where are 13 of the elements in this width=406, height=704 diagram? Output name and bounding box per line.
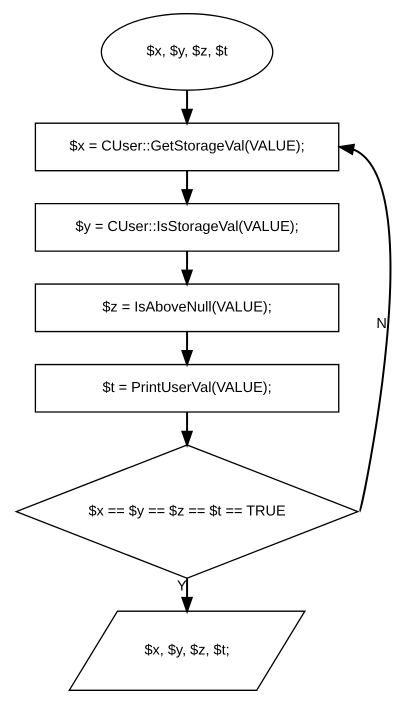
node-diamond: $x == $y == $z == $t == TRUE — [14, 444, 360, 579]
arrow — [336, 144, 391, 512]
arrow — [180, 251, 193, 287]
node-ellipse: $x, $y, $z, $t — [100, 13, 273, 91]
arrow — [180, 332, 193, 368]
node-box: $y = CUser::IsStorageVal(VALUE); — [34, 202, 339, 252]
arrow — [180, 412, 193, 448]
edge-label: N — [376, 316, 386, 332]
node-box: $x = CUser::GetStorageVal(VALUE); — [34, 122, 339, 172]
node-box: $z = IsAboveNull(VALUE); — [34, 283, 339, 332]
arrow — [180, 90, 193, 126]
node-box: $t = PrintUserVal(VALUE); — [34, 364, 339, 413]
arrow — [180, 170, 193, 206]
